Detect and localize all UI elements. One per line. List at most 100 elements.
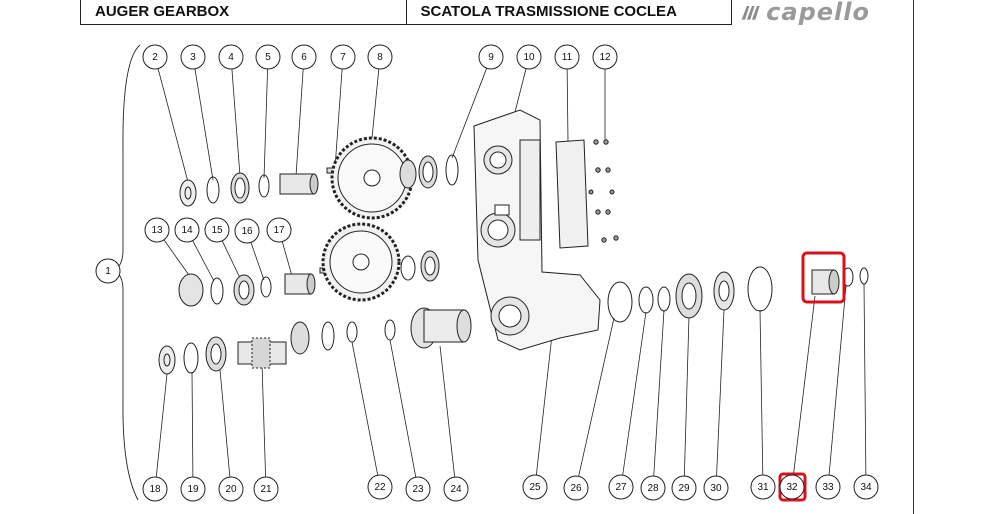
callout-number: 18 — [149, 484, 161, 495]
callout-20: 20 — [218, 476, 244, 502]
part-ring-3 — [206, 176, 220, 204]
callout-circle — [779, 474, 805, 500]
leader-line-4 — [231, 68, 241, 177]
callout-circle — [180, 44, 206, 70]
part-bearing-29 — [675, 273, 703, 319]
callout-4: 4 — [218, 44, 244, 70]
callout-number: 12 — [599, 52, 611, 63]
part-bearing-lower — [400, 250, 440, 282]
callout-8: 8 — [367, 44, 393, 70]
callout-32-highlighted: 32 — [779, 474, 805, 500]
leader-line-24 — [439, 345, 456, 478]
part-hub-24 — [410, 307, 472, 349]
callout-number: 9 — [488, 52, 494, 63]
callout-circle — [330, 44, 356, 70]
part-gear-lower — [321, 222, 401, 302]
part-bolts-12 — [588, 139, 619, 243]
parts-group — [158, 109, 869, 375]
title-italian: SCATOLA TRASMISSIONE COCLEA — [405, 0, 732, 24]
part-seal-2 — [179, 179, 197, 207]
callout-6: 6 — [291, 44, 317, 70]
leader-line-3 — [194, 68, 214, 181]
callout-circle — [180, 476, 206, 502]
part-seal-18 — [158, 345, 176, 375]
leader-line-5 — [263, 68, 269, 179]
part-ring-5 — [258, 174, 270, 198]
part-bearing-4 — [230, 172, 250, 204]
part-bearing-20 — [205, 336, 227, 372]
callout-circle — [266, 217, 292, 243]
callout-2: 2 — [142, 44, 168, 70]
part-ring-22 — [346, 321, 358, 343]
callout-circle — [478, 44, 504, 70]
callout-circle — [443, 476, 469, 502]
title-english: AUGER GEARBOX — [95, 3, 230, 20]
leader-line-11 — [566, 68, 569, 143]
callout-circle — [853, 474, 879, 500]
part-ring-9 — [445, 154, 459, 186]
callout-9: 9 — [478, 44, 504, 70]
callout-23: 23 — [405, 476, 431, 502]
leader-line-31 — [759, 309, 764, 476]
callout-34: 34 — [853, 474, 879, 500]
part-ring-34 — [859, 267, 869, 285]
callout-number: 27 — [615, 482, 627, 493]
callout-circle — [367, 474, 393, 500]
callout-circle — [815, 474, 841, 500]
callout-number: 1 — [105, 266, 111, 277]
callout-circle — [291, 44, 317, 70]
callout-14: 14 — [174, 217, 200, 243]
callout-number: 28 — [647, 483, 659, 494]
leader-lines — [155, 68, 867, 478]
callout-number: 5 — [265, 52, 271, 63]
callout-number: 30 — [710, 483, 722, 494]
leader-line-29 — [683, 315, 690, 477]
callout-16: 16 — [234, 218, 260, 244]
callout-number: 2 — [152, 52, 158, 63]
title-block: AUGER GEARBOX SCATOLA TRASMISSIONE COCLE… — [80, 0, 732, 25]
callout-circle — [255, 44, 281, 70]
callout-1: 1 — [95, 258, 121, 284]
part-bearing-8b — [399, 155, 438, 189]
callout-24: 24 — [443, 476, 469, 502]
leader-line-33 — [828, 285, 847, 476]
brand-logo: capello — [740, 0, 870, 26]
leader-line-18 — [155, 373, 168, 478]
callout-number: 10 — [523, 52, 535, 63]
callout-number: 4 — [228, 52, 234, 63]
callout-circle — [608, 474, 634, 500]
part-shaft-6 — [279, 173, 319, 195]
callout-26: 26 — [563, 475, 589, 501]
callout-30: 30 — [703, 475, 729, 501]
callout-27: 27 — [608, 474, 634, 500]
leader-line-32 — [793, 295, 816, 476]
leader-line-14 — [192, 240, 215, 282]
callout-number: 6 — [301, 52, 307, 63]
callout-7: 7 — [330, 44, 356, 70]
callout-12: 12 — [592, 44, 618, 70]
callout-28: 28 — [640, 475, 666, 501]
leader-line-27 — [622, 311, 647, 476]
part-ring-28 — [657, 286, 671, 312]
highlight-box-part-32 — [801, 251, 846, 304]
leader-line-34 — [863, 283, 867, 476]
part-cap-13 — [178, 273, 204, 307]
callout-number: 21 — [260, 484, 272, 495]
part-ring-14 — [210, 277, 224, 305]
leader-line-6 — [295, 68, 304, 177]
leader-line-8 — [371, 68, 380, 139]
callout-number: 7 — [340, 52, 346, 63]
leader-line-17 — [281, 241, 293, 277]
logo-wordmark: capello — [766, 0, 870, 26]
callout-11: 11 — [554, 44, 580, 70]
callout-number: 32 — [786, 482, 798, 493]
part-ring-19 — [183, 342, 199, 374]
callout-circle — [563, 475, 589, 501]
callout-3: 3 — [180, 44, 206, 70]
leader-line-26 — [578, 317, 615, 477]
leader-line-16 — [250, 242, 265, 281]
callout-number: 19 — [187, 484, 199, 495]
callout-15: 15 — [204, 217, 230, 243]
